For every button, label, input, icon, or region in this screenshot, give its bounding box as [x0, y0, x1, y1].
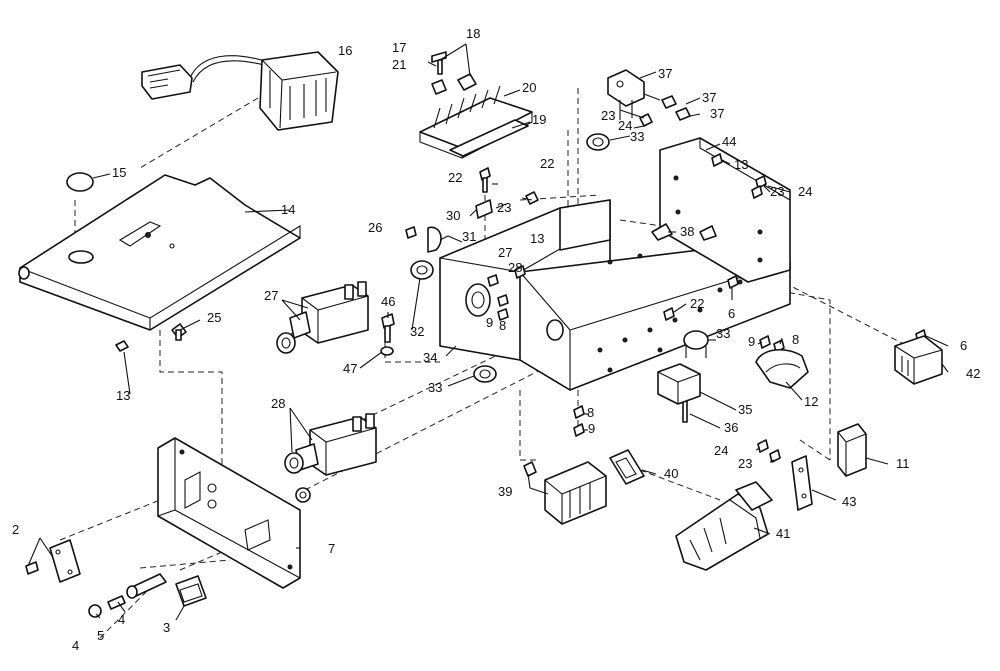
- callout-15: 15: [112, 165, 126, 180]
- callout-28-mid: 28: [508, 260, 522, 275]
- hardware-small-parts: [380, 153, 927, 477]
- callout-12: 12: [804, 394, 818, 409]
- part-28-breaker: [284, 413, 377, 503]
- callout-33-lower: 33: [428, 380, 442, 395]
- callout-24-low: 24: [714, 443, 728, 458]
- callout-22-low: 22: [690, 296, 704, 311]
- callout-35: 35: [738, 402, 752, 417]
- part-14-top-cover: [18, 172, 301, 331]
- callout-18: 18: [466, 26, 480, 41]
- callout-9-right: 9: [748, 334, 755, 349]
- callout-19: 19: [532, 112, 546, 127]
- part-2-cover-plate: [25, 539, 81, 583]
- callout-38: 38: [680, 224, 694, 239]
- callout-44: 44: [722, 134, 736, 149]
- callout-26: 26: [368, 220, 382, 235]
- part-43-plate: [791, 455, 813, 511]
- leader-lines: [27, 43, 949, 621]
- part-27-breaker: [276, 281, 369, 354]
- callout-36: 36: [724, 420, 738, 435]
- part-35-relay: [657, 363, 701, 405]
- callout-11: 11: [896, 456, 910, 471]
- callout-42: 42: [966, 366, 980, 381]
- part-16-transformer: [141, 51, 339, 131]
- part-37-rectifier: [607, 69, 691, 127]
- callout-21: 21: [392, 57, 406, 72]
- part-40-connector: [609, 449, 645, 485]
- callout-33-right: 33: [716, 326, 730, 341]
- part-12-clamp: [755, 349, 809, 389]
- callout-37-top: 37: [658, 66, 672, 81]
- callout-13-right: 13: [734, 157, 748, 172]
- part-42-transformer: [894, 335, 943, 385]
- callout-5: 5: [97, 628, 104, 643]
- callout-47: 47: [343, 361, 357, 376]
- callout-2: 2: [12, 522, 19, 537]
- callout-24-top: 24: [618, 118, 632, 133]
- part-39-plug: [544, 461, 607, 525]
- callout-9-mid: 9: [486, 315, 493, 330]
- callout-31: 31: [462, 229, 476, 244]
- callout-7: 7: [328, 541, 335, 556]
- callout-33-top: 33: [630, 129, 644, 144]
- screws-25-13: [115, 323, 187, 352]
- callout-14: 14: [281, 202, 295, 217]
- callout-32: 32: [410, 324, 424, 339]
- part-33-grommets: [473, 133, 709, 383]
- callout-17: 17: [392, 40, 406, 55]
- part-34-chassis: [439, 199, 791, 391]
- part-41-cable-boot: [675, 481, 773, 571]
- callout-22-top: 22: [448, 170, 462, 185]
- callout-8-mid: 8: [499, 318, 506, 333]
- callout-37-mid: 37: [702, 90, 716, 105]
- callout-22-mid: 22: [540, 156, 554, 171]
- callout-27-left: 27: [264, 288, 278, 303]
- callout-40: 40: [664, 466, 678, 481]
- callout-8-right: 8: [792, 332, 799, 347]
- callout-27-mid: 27: [498, 245, 512, 260]
- callout-16: 16: [338, 43, 352, 58]
- callout-3: 3: [163, 620, 170, 635]
- part-3-rocker-switch: [175, 575, 207, 607]
- callout-23-right: 23: [770, 184, 784, 199]
- parts-17-21-terminal-strip: [419, 51, 533, 159]
- callout-13-mid: 13: [530, 231, 544, 246]
- callout-30: 30: [446, 208, 460, 223]
- callout-24-right: 24: [798, 184, 812, 199]
- callout-37-low: 37: [710, 106, 724, 121]
- callout-46: 46: [381, 294, 395, 309]
- callout-8-low: 8: [587, 405, 594, 420]
- callout-4-mid: 4: [118, 612, 125, 627]
- callout-39: 39: [498, 484, 512, 499]
- callout-4-low: 4: [72, 638, 79, 653]
- callout-34: 34: [423, 350, 437, 365]
- callout-6-right: 6: [960, 338, 967, 353]
- parts-4-5-fuse-holder: [88, 573, 167, 618]
- callout-28-left: 28: [271, 396, 285, 411]
- callout-labels: 16 17 18 21 20 19 15 14 25 13 27 28 26 3…: [12, 26, 980, 653]
- callout-6-mid: 6: [728, 306, 735, 321]
- callout-23-mid: 23: [497, 200, 511, 215]
- callout-20: 20: [522, 80, 536, 95]
- part-11-bracket: [837, 423, 867, 477]
- callout-43: 43: [842, 494, 856, 509]
- callout-9-low: 9: [588, 421, 595, 436]
- callout-23-top: 23: [601, 108, 615, 123]
- callout-13-left: 13: [116, 388, 130, 403]
- callout-41: 41: [776, 526, 790, 541]
- part-7-front-panel: [157, 437, 301, 589]
- callout-25: 25: [207, 310, 221, 325]
- callout-23-low: 23: [738, 456, 752, 471]
